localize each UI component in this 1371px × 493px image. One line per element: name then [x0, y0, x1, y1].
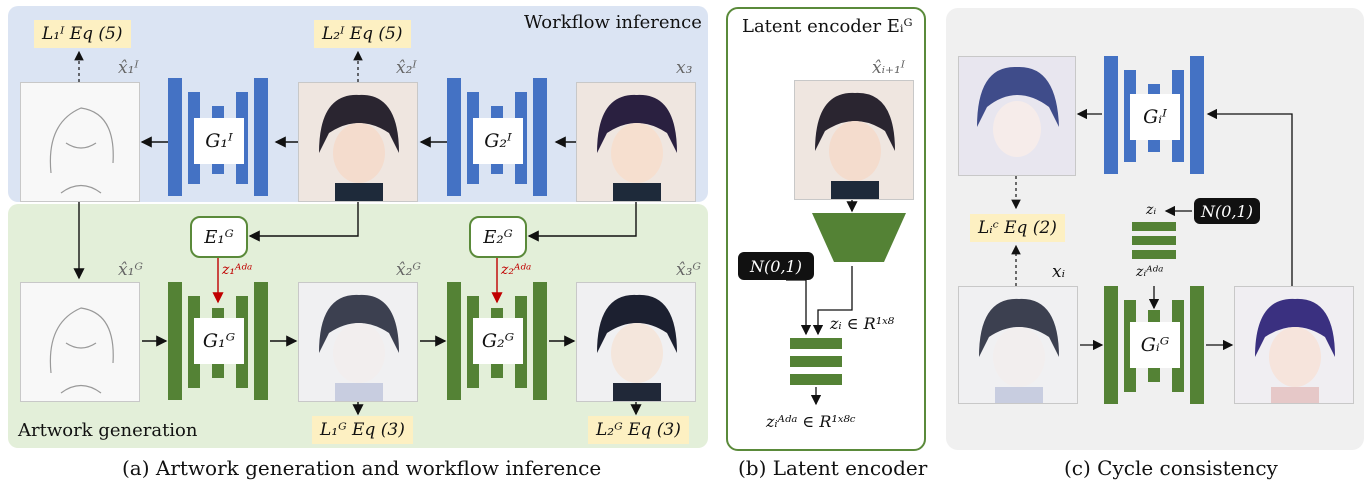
caption-c: (c) Cycle consistency — [1064, 456, 1278, 480]
noise-input-b: N(0,1) — [738, 252, 814, 280]
z2-ada-label: z₂ᴬᵈᵃ — [501, 262, 532, 278]
var-xhat1i: x̂₁ᴵ — [118, 58, 139, 78]
loss-l2g-label: L₂ᴳ Eq (3) — [588, 416, 689, 444]
generator-gii-label: Gᵢᴵ — [1130, 94, 1180, 140]
sketch-image-bottom — [20, 282, 140, 402]
encoder-e2g-node: E₂ᴳ — [469, 216, 527, 258]
encoder-trapezoid — [812, 213, 906, 262]
caption-a: (a) Artwork generation and workflow infe… — [122, 456, 602, 480]
var-x3: x₃ — [676, 58, 693, 78]
z-dimension-label: zᵢ ∈ R¹ˣ⁸ — [830, 314, 895, 333]
anime-image-x3g — [576, 282, 696, 402]
var-zi: zᵢ — [1146, 202, 1157, 218]
anime-image-encoder-input — [794, 80, 914, 200]
latent-encoder-title: Latent encoder Eᵢᴳ — [742, 16, 913, 37]
anime-image-x3 — [576, 82, 696, 202]
noise-input-c: N(0,1) — [1194, 198, 1260, 224]
var-zi-ada: zᵢᴬᵈᵃ — [1136, 264, 1164, 280]
var-xhat3g: x̂₃ᴳ — [676, 260, 701, 280]
anime-image-x2i — [298, 82, 418, 202]
loss-l2i-label: L₂ᴵ Eq (5) — [314, 20, 411, 48]
z1-ada-label: z₁ᴬᵈᵃ — [222, 262, 253, 278]
loss-l1g-label: L₁ᴳ Eq (3) — [312, 416, 413, 444]
var-xi: xᵢ — [1052, 262, 1066, 282]
generator-g2g-label: G₂ᴳ — [473, 318, 523, 364]
anime-image-x2g — [298, 282, 418, 402]
latent-bars-c — [1132, 222, 1176, 259]
generator-g1g-label: G₁ᴳ — [194, 318, 244, 364]
anime-image-cycle-top — [958, 56, 1076, 176]
anime-image-cycle-xi — [958, 286, 1078, 404]
var-xhat1g: x̂₁ᴳ — [118, 260, 143, 280]
loss-l1i-label: L₁ᴵ Eq (5) — [34, 20, 131, 48]
generator-gig-label: Gᵢᴳ — [1130, 322, 1180, 368]
z-ada-dimension-label: zᵢᴬᵈᵃ ∈ R¹ˣ⁸ᶜ — [766, 412, 856, 431]
artwork-generation-title: Artwork generation — [18, 420, 198, 441]
var-xhat2i: x̂₂ᴵ — [396, 58, 417, 78]
loss-lic-label: Lᵢᶜ Eq (2) — [970, 214, 1065, 242]
anime-image-cycle-output — [1234, 286, 1354, 404]
var-xhat-i-plus-1: x̂ᵢ₊₁ᴵ — [872, 58, 906, 78]
latent-bars-b — [790, 338, 842, 385]
generator-g2i-label: G₂ᴵ — [473, 118, 523, 164]
var-xhat2g: x̂₂ᴳ — [396, 260, 421, 280]
caption-b: (b) Latent encoder — [738, 456, 928, 480]
workflow-inference-title: Workflow inference — [524, 12, 702, 33]
sketch-image-top — [20, 82, 140, 202]
encoder-e1g-node: E₁ᴳ — [190, 216, 248, 258]
generator-g1i-label: G₁ᴵ — [194, 118, 244, 164]
